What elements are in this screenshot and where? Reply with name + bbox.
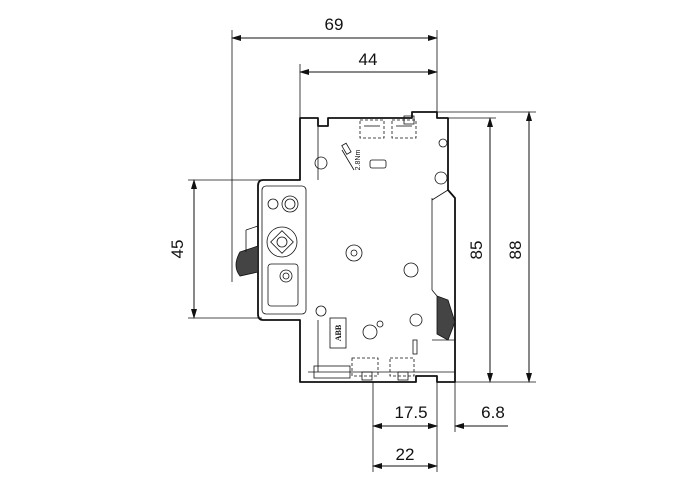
dim-label-45: 45: [168, 240, 187, 259]
dim-label-22: 22: [396, 445, 415, 464]
dimension-45: 45: [168, 179, 197, 319]
dimension-44: 44: [299, 50, 438, 75]
dim-label-85: 85: [467, 241, 486, 260]
dimension-85: 85: [467, 117, 493, 383]
top-terminals: [359, 115, 417, 139]
dimension-69: 69: [231, 15, 438, 41]
dimension-6-8: 6.8: [412, 403, 508, 429]
toggle-lever-right: [431, 289, 456, 341]
dimension-17-5: 17.5: [372, 403, 438, 429]
internal-components: 2.8Nm: [314, 138, 448, 355]
dim-label-6-8: 6.8: [481, 403, 505, 422]
toggle-lever-left: [235, 225, 259, 277]
dim-label-17-5: 17.5: [394, 403, 427, 422]
brand-logo-text: ABB: [334, 324, 343, 341]
bottom-terminals: [313, 357, 415, 381]
brand-logo: ABB: [329, 317, 347, 349]
breaker-body: [257, 111, 456, 383]
dim-label-69: 69: [325, 15, 344, 34]
front-cap: [261, 185, 307, 315]
dimension-88: 88: [506, 111, 532, 383]
screwdriver-icon: [341, 142, 355, 171]
torque-label: 2.8Nm: [355, 150, 362, 171]
dim-label-88: 88: [506, 241, 525, 260]
dimension-22: 22: [372, 445, 438, 469]
dim-label-44: 44: [359, 50, 378, 69]
